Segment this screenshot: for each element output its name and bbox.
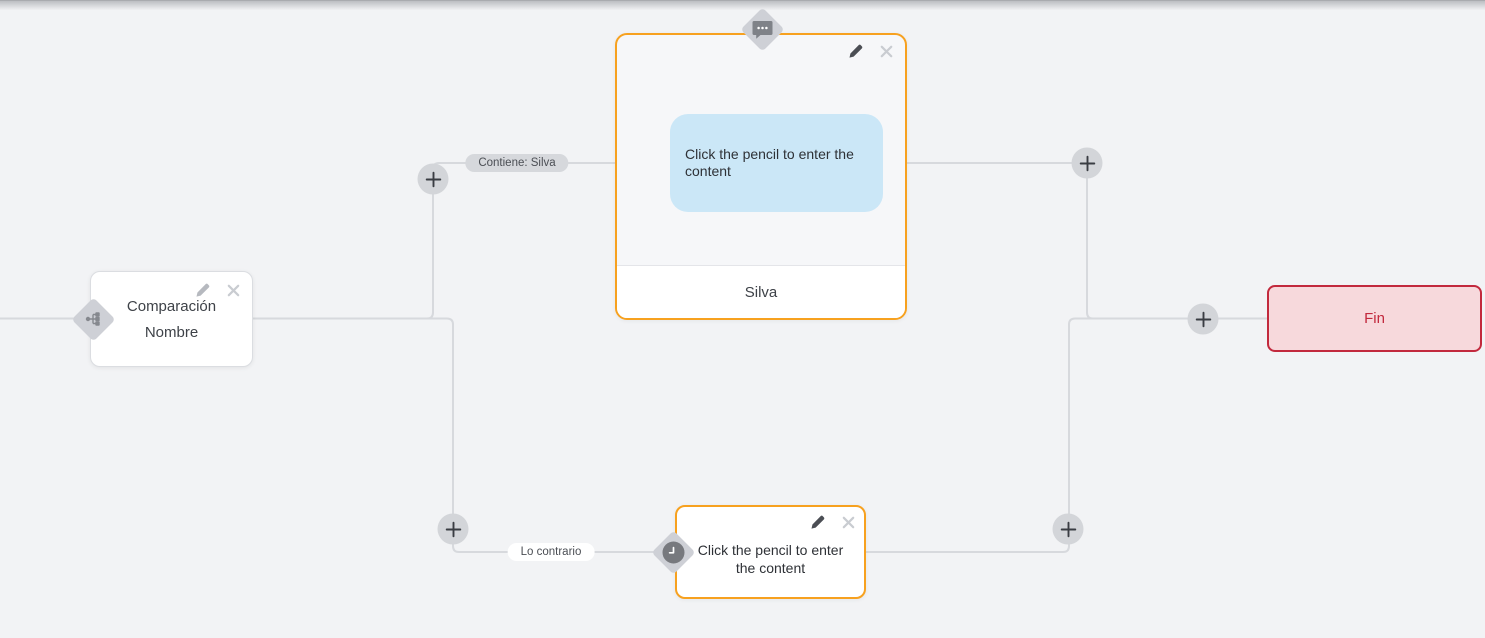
delete-node-button[interactable] <box>227 284 240 297</box>
edge-label-otherwise: Lo contrario <box>507 543 595 561</box>
close-icon <box>880 45 893 58</box>
add-node-button-after-wait[interactable] <box>1052 513 1084 545</box>
add-node-button-otherwise[interactable] <box>437 513 469 545</box>
end-node[interactable]: Fin <box>1267 285 1482 352</box>
pencil-icon <box>196 283 210 297</box>
close-icon <box>227 284 240 297</box>
edit-node-button[interactable] <box>848 44 863 59</box>
edge-message-to-end <box>905 162 1094 320</box>
clock-icon <box>662 541 684 563</box>
wait-node[interactable]: Click the pencil to enter the content <box>675 505 866 599</box>
add-node-button-after-message[interactable] <box>1071 147 1103 179</box>
edit-node-button[interactable] <box>195 283 210 298</box>
message-placeholder-text: Click the pencil to enter the content <box>685 145 854 180</box>
pencil-icon <box>849 44 863 58</box>
delete-node-button[interactable] <box>842 516 855 529</box>
comparison-node-subtitle: Nombre <box>144 323 199 341</box>
branch-icon <box>85 312 100 326</box>
plus-icon <box>1060 521 1076 537</box>
message-content-preview: Click the pencil to enter the content <box>670 114 883 212</box>
plus-icon <box>445 521 461 537</box>
plus-icon <box>425 171 441 187</box>
wait-node-badge <box>650 529 696 575</box>
end-node-label: Fin <box>1364 310 1385 327</box>
message-quick-reply: Silva <box>617 265 905 318</box>
wait-placeholder-text: Click the pencil to enter the content <box>697 541 844 576</box>
comparison-node-badge <box>70 296 116 342</box>
edit-node-button[interactable] <box>810 515 825 530</box>
message-node[interactable]: Click the pencil to enter the content Si… <box>615 33 907 320</box>
plus-icon <box>1079 155 1095 171</box>
speech-bubble-icon <box>752 20 772 39</box>
close-icon <box>842 516 855 529</box>
add-node-button-before-end[interactable] <box>1187 303 1219 335</box>
edge-otherwise-branch <box>253 317 677 553</box>
pencil-icon <box>811 515 825 529</box>
delete-node-button[interactable] <box>880 45 893 58</box>
comparison-node[interactable]: Comparación Nombre <box>90 271 253 367</box>
edge-wait-to-end <box>865 317 1268 553</box>
edge-label-contains: Contiene: Silva <box>465 154 569 172</box>
quick-reply-label: Silva <box>744 283 778 301</box>
add-node-button-contains[interactable] <box>417 163 449 195</box>
comparison-node-title: Comparación <box>126 297 217 315</box>
plus-icon <box>1195 311 1211 327</box>
message-node-badge <box>739 6 785 52</box>
